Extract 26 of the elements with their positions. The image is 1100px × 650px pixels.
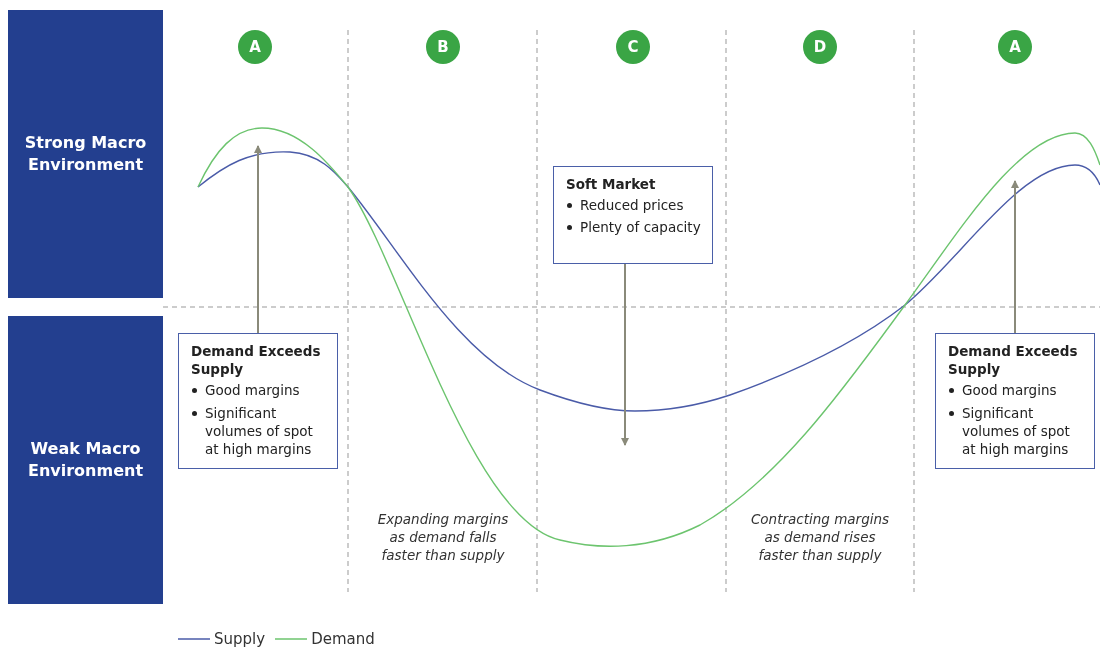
arrow <box>254 145 262 334</box>
callout-title: Soft Market <box>566 175 657 194</box>
bullet-text: Significant volumes of spot at high margins <box>962 404 1070 458</box>
bullet-text: Plenty of capacity <box>580 219 701 236</box>
bullet-text: Good margins <box>205 382 300 399</box>
phase-badge: C <box>616 30 650 64</box>
phase-badge: A <box>998 30 1032 64</box>
phase-note: Expanding margins as demand falls faster than supply <box>376 510 510 565</box>
callout-box <box>935 333 1095 470</box>
arrow <box>621 263 629 446</box>
phase-badge: A <box>238 30 272 64</box>
environment-band: Strong Macro Environment <box>8 10 163 298</box>
callout-title: Demand Exceeds Supply <box>191 342 322 379</box>
phase-badge: B <box>426 30 460 64</box>
bullet-text: Reduced prices <box>580 197 684 214</box>
bullet-text: Significant volumes of spot at high margins <box>205 404 313 458</box>
legend-label: Demand <box>311 630 375 648</box>
phase-note: Contracting margins as demand rises faster than supply <box>749 510 891 565</box>
callout-box <box>178 333 338 470</box>
legend-label: Supply <box>214 630 266 648</box>
bullet-text: Good margins <box>962 382 1057 399</box>
phase-badge: D <box>803 30 837 64</box>
callout-box <box>553 166 713 264</box>
arrow <box>1011 180 1019 334</box>
environment-band: Weak Macro Environment <box>8 316 163 604</box>
callout-title: Demand Exceeds Supply <box>948 342 1079 379</box>
